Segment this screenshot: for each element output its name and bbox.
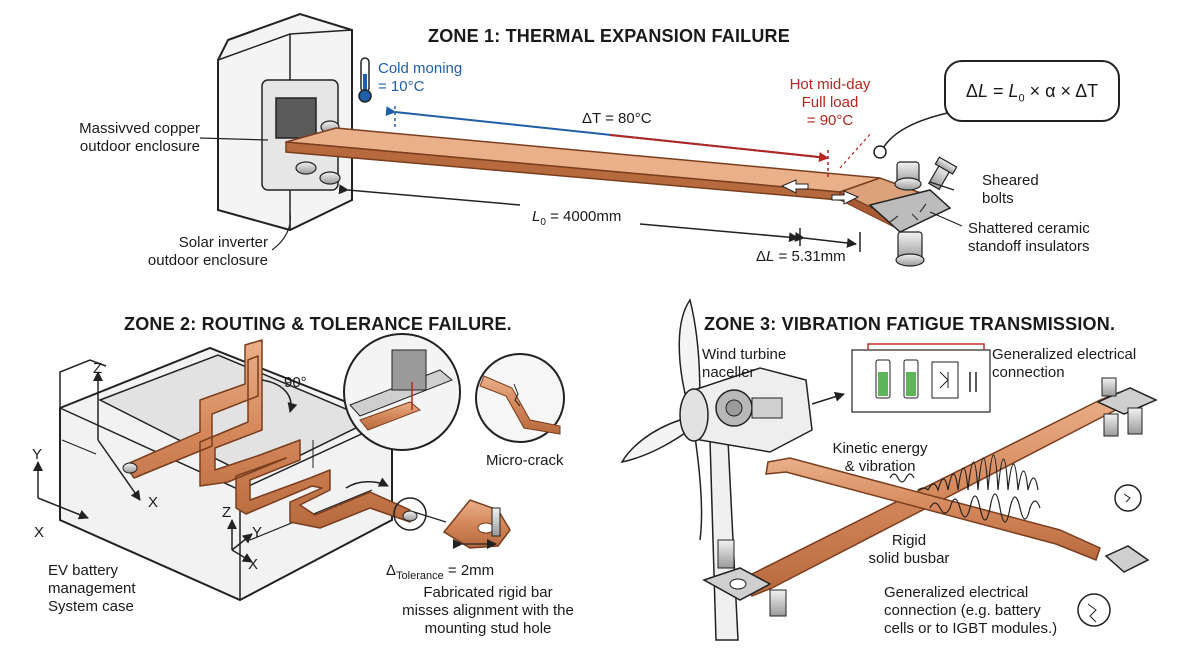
connection-top-label: Generalized electrical connection [992,346,1136,382]
axis-z-large: Z [93,360,103,377]
enclosure-label-bottom-line2: outdoor enclosure [147,252,268,269]
cold-label: Cold moning = 10°C [378,60,462,96]
tolerance-subscript: Tolerance [396,570,444,582]
sheared-bolts-label: Sheared bolts [982,172,1039,208]
broken-mount [868,156,958,267]
micro-crack-label: Micro-crack [486,452,564,469]
detail-circle-crack [475,353,565,443]
zone1-title: ZONE 1: THERMAL EXPANSION FAILURE [428,26,790,46]
crack-magnifier [873,145,887,159]
connection-bottom-label: Generalized electrical connection (e.g. … [884,584,1057,638]
misalign-label-line2: misses alignment with the [402,602,574,619]
rigid-line2: solid busbar [868,550,950,567]
angle-90-label: 90° [284,374,307,391]
connection-top-line1: Generalized electrical [992,346,1137,363]
case-label-line2: management [48,580,136,597]
axes-small [227,519,253,563]
connection-bottom-line3: cells or to IGBT modules.) [884,620,1058,637]
tolerance-label: ΔTolerance = 2mm [386,562,495,582]
axis-y-large: Y [32,446,43,463]
kinetic-line1: Kinetic energy [832,440,928,457]
formula-callout: ΔL = L0 × α × ΔT [944,60,1120,122]
hot-label: Hot mid-day Full load = 90°C [770,76,890,130]
vibration-wave-upper [917,454,1039,493]
sheared-bolts-line2: bolts [982,190,1014,207]
tolerance-value: = 2mm [447,562,495,579]
zone3-title: ZONE 3: VIBRATION FATIGUE TRANSMISSION. [704,314,1116,334]
axis-x-small: X [248,556,259,573]
turbine-label-line1: Wind turbine [702,346,787,363]
length-label: L0 = 4000mm [532,208,622,228]
misalign-label: Fabricated rigid bar misses alignment wi… [378,584,598,638]
misalign-label-line1: Fabricated rigid bar [423,584,553,601]
delta-t-label: ΔT = 80°C [582,110,652,127]
length-dimension-right [639,223,799,243]
detail-stud-misalign [442,499,511,549]
case-label-line3: System case [48,598,134,615]
hot-label-line1: Hot mid-day [789,76,871,93]
enclosure-label-top-line2: outdoor enclosure [79,138,200,155]
axis-z-small: Z [222,504,232,521]
case-label: EV battery management System case [48,562,136,616]
connection-bottom-line2: connection (e.g. battery [884,602,1041,619]
axes-large [33,371,141,520]
detail-circle-stud [343,333,461,451]
turbine-label: Wind turbine naceller [702,346,786,382]
copper-busbar-zone2 [122,339,427,531]
axis-y-small: Y [252,524,263,541]
shattered-line1: Shattered ceramic [968,220,1090,237]
hot-label-line3: = 90°C [806,112,854,129]
zone3-artwork [620,298,1158,641]
axis-x-large: X [148,494,159,511]
turbine-label-line2: naceller [702,364,755,381]
sheared-bolts-line1: Sheared [982,172,1039,189]
shattered-label: Shattered ceramic standoff insulators [968,220,1090,256]
cold-label-line1: Cold moning [378,60,463,77]
circuit-schematic [851,343,991,413]
rigid-label: Rigid solid busbar [854,532,964,568]
zone2-artwork [33,333,565,602]
misalign-label-line3: mounting stud hole [424,620,552,637]
wind-turbine [620,298,845,641]
enclosure-label-bottom: Solar inverter outdoor enclosure [110,234,268,270]
hot-label-line2: Full load [801,94,859,111]
axis-x-left: X [34,524,45,541]
inverter-enclosure [217,12,353,232]
kinetic-line2: & vibration [844,458,916,475]
formula-tail: × α × ΔT [1029,81,1099,101]
kinetic-label: Kinetic energy & vibration [820,440,940,476]
enclosure-label-bottom-line1: Solar inverter [178,234,268,251]
delta-l-value: = 5.31mm [778,248,846,265]
vibration-wave-lower [929,493,1041,523]
case-label-line1: EV battery [48,562,119,579]
connection-top-line2: connection [992,364,1065,381]
length-dimension-left [338,184,521,206]
connection-bottom-line1: Generalized electrical [884,584,1029,601]
cold-label-line2: = 10°C [378,78,425,95]
delta-l-label: ΔL = 5.31mm [756,248,846,265]
thermometer-icon [358,57,372,103]
zone1-artwork [199,12,963,267]
zone2-title: ZONE 2: ROUTING & TOLERANCE FAILURE. [124,314,512,334]
shattered-line2: standoff insulators [968,238,1090,255]
length-value: = 4000mm [550,208,622,225]
enclosure-label-top-line1: Massivved copper [79,120,200,137]
copper-busbar-zone3 [702,377,1158,627]
rigid-line1: Rigid [891,532,927,549]
enclosure-label-top: Massivved copper outdoor enclosure [40,120,200,156]
